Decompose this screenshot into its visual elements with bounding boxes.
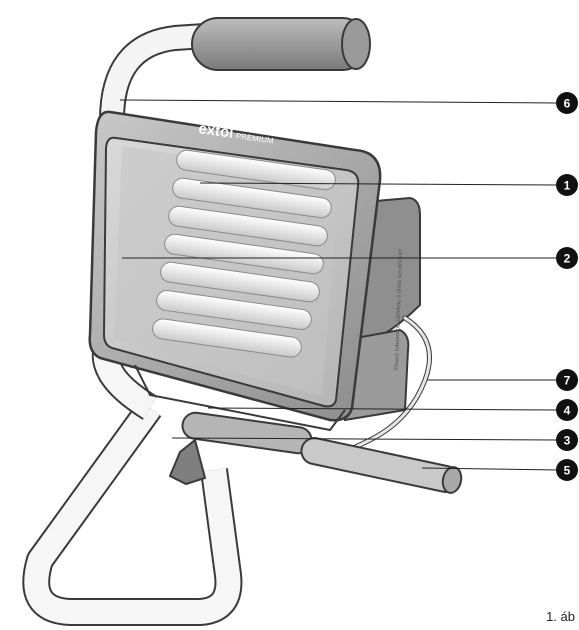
- callout-5: 5: [556, 459, 578, 481]
- tilt-knob: [170, 440, 205, 484]
- callout-2: 2: [556, 247, 578, 269]
- svg-text:6: 6: [564, 97, 571, 111]
- svg-text:3: 3: [564, 434, 571, 448]
- svg-text:7: 7: [564, 374, 571, 388]
- figure-label: 1. áb: [546, 609, 575, 624]
- svg-text:1: 1: [564, 179, 571, 193]
- svg-text:5: 5: [564, 464, 571, 478]
- callout-4: 4: [556, 399, 578, 421]
- stand-foot: [299, 436, 463, 495]
- svg-text:4: 4: [564, 404, 571, 418]
- callout-1: 1: [556, 174, 578, 196]
- callout-6: 6: [556, 92, 578, 114]
- svg-text:2: 2: [564, 252, 571, 266]
- callout-7: 7: [556, 369, 578, 391]
- callout-3: 3: [556, 429, 578, 451]
